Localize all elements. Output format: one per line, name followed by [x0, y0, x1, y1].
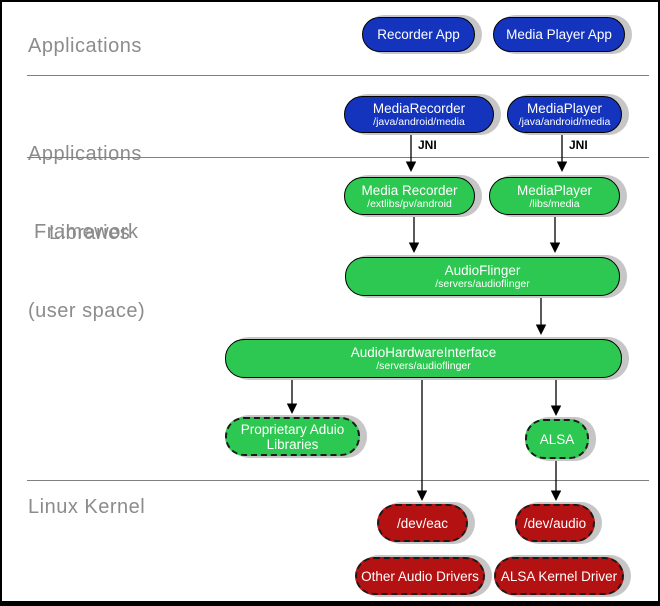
node-subtitle: /libs/media: [529, 197, 580, 210]
node-subtitle: /servers/audioflinger: [435, 278, 530, 290]
section-label-libraries: Libraries (user space): [28, 168, 145, 376]
section-label-applications-framework: Applications Framework: [28, 89, 142, 297]
node-media-recorder-lib: Media Recorder /extlibs/pv/android: [344, 177, 475, 215]
node-title: ALSA Kernel Driver: [500, 568, 618, 584]
divider-applications: [27, 75, 649, 76]
divider-framework: [27, 157, 649, 158]
node-mediarecorder-framework: MediaRecorder /java/android/media: [344, 96, 494, 133]
node-other-audio-drivers: Other Audio Drivers: [355, 557, 485, 595]
label-line: Applications: [28, 143, 142, 165]
node-title: Recorder App: [377, 27, 460, 42]
jni-label-left: JNI: [418, 138, 437, 152]
node-title: MediaPlayer: [526, 101, 603, 116]
node-proprietary-audio-libraries: Proprietary Aduio Libraries: [225, 417, 360, 456]
node-title: Media Recorder: [361, 182, 458, 198]
label-line: (user space): [28, 300, 146, 322]
node-title: Media Player App: [506, 27, 612, 42]
node-media-player-app: Media Player App: [493, 17, 625, 52]
node-subtitle: /servers/audioflinger: [376, 360, 471, 372]
node-title: AudioFlinger: [444, 263, 521, 278]
node-subtitle: /extlibs/pv/android: [367, 197, 452, 210]
divider-kernel: [27, 480, 649, 481]
label-line: Framework: [34, 221, 139, 243]
node-recorder-app: Recorder App: [362, 17, 475, 52]
label-line: Libraries: [49, 222, 131, 244]
node-audio-hardware-interface: AudioHardwareInterface /servers/audiofli…: [225, 339, 622, 378]
node-subtitle: /java/android/media: [518, 116, 611, 128]
node-dev-eac: /dev/eac: [377, 504, 468, 542]
node-title: AudioHardwareInterface: [350, 345, 497, 360]
node-title: ALSA: [539, 431, 575, 447]
node-alsa: ALSA: [525, 419, 589, 459]
section-label-linux-kernel: Linux Kernel: [28, 496, 146, 518]
jni-label-right: JNI: [569, 138, 588, 152]
node-title: Other Audio Drivers: [361, 568, 479, 584]
node-mediaplayer-lib: MediaPlayer /libs/media: [489, 177, 620, 215]
node-title: /dev/eac: [396, 515, 449, 531]
node-title: /dev/audio: [523, 515, 587, 531]
node-audioflinger: AudioFlinger /servers/audioflinger: [345, 257, 620, 296]
section-label-applications: Applications: [28, 35, 142, 57]
node-mediaplayer-framework: MediaPlayer /java/android/media: [507, 96, 622, 133]
node-title: MediaPlayer: [516, 182, 593, 198]
node-subtitle: /java/android/media: [373, 116, 465, 128]
node-dev-audio: /dev/audio: [515, 504, 595, 542]
node-alsa-kernel-driver: ALSA Kernel Driver: [494, 557, 624, 595]
node-title: Proprietary Aduio: [240, 421, 345, 437]
node-title: MediaRecorder: [372, 101, 466, 116]
node-title: Libraries: [266, 436, 319, 452]
